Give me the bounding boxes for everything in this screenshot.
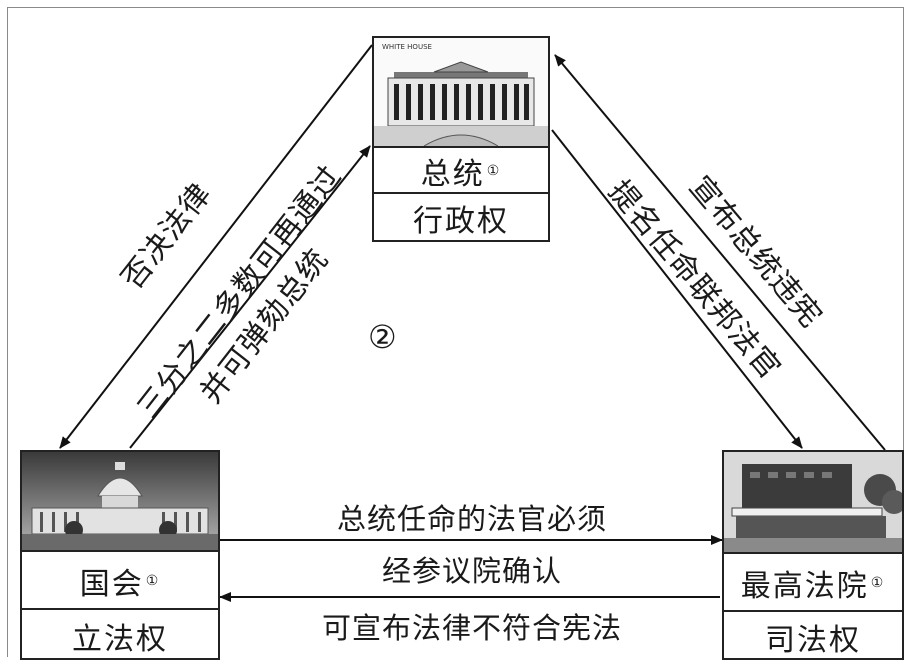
- court-title: 最高法院: [740, 569, 869, 604]
- arrow-declare-president-unconstitutional: [554, 54, 886, 451]
- arrow-veto: [59, 44, 373, 449]
- label-confirm-line-2: 经参议院确认: [381, 554, 562, 588]
- court-image: [724, 452, 902, 552]
- photo-caption: WHITE HOUSE: [382, 43, 432, 51]
- congress-note: ①: [145, 573, 161, 589]
- congress-title: 国会: [79, 567, 144, 602]
- congress-power-row: 立法权: [22, 608, 218, 662]
- label-declare-law-unconstitutional: 可宣布法律不符合宪法: [321, 611, 622, 645]
- arrow-override: [129, 145, 371, 449]
- label-confirm-line-1: 总统任命的法官必须: [336, 502, 607, 536]
- white-house-image: WHITE HOUSE: [374, 38, 548, 146]
- president-title: 总统: [420, 157, 485, 192]
- arrow-nominate-judges: [551, 129, 803, 449]
- president-note: ①: [486, 163, 502, 179]
- congress-power: 立法权: [72, 622, 168, 657]
- court-power-row: 司法权: [724, 610, 902, 662]
- president-power: 行政权: [413, 204, 509, 239]
- court-building-icon: [724, 452, 902, 552]
- capitol-icon: [22, 452, 218, 550]
- court-power: 司法权: [765, 623, 861, 658]
- marker-two: ②: [368, 318, 398, 356]
- president-power-row: 行政权: [374, 192, 548, 242]
- court-note: ①: [870, 575, 886, 591]
- white-house-icon: WHITE HOUSE: [374, 38, 548, 146]
- diagram-frame: [7, 7, 904, 657]
- capitol-image: [22, 452, 218, 550]
